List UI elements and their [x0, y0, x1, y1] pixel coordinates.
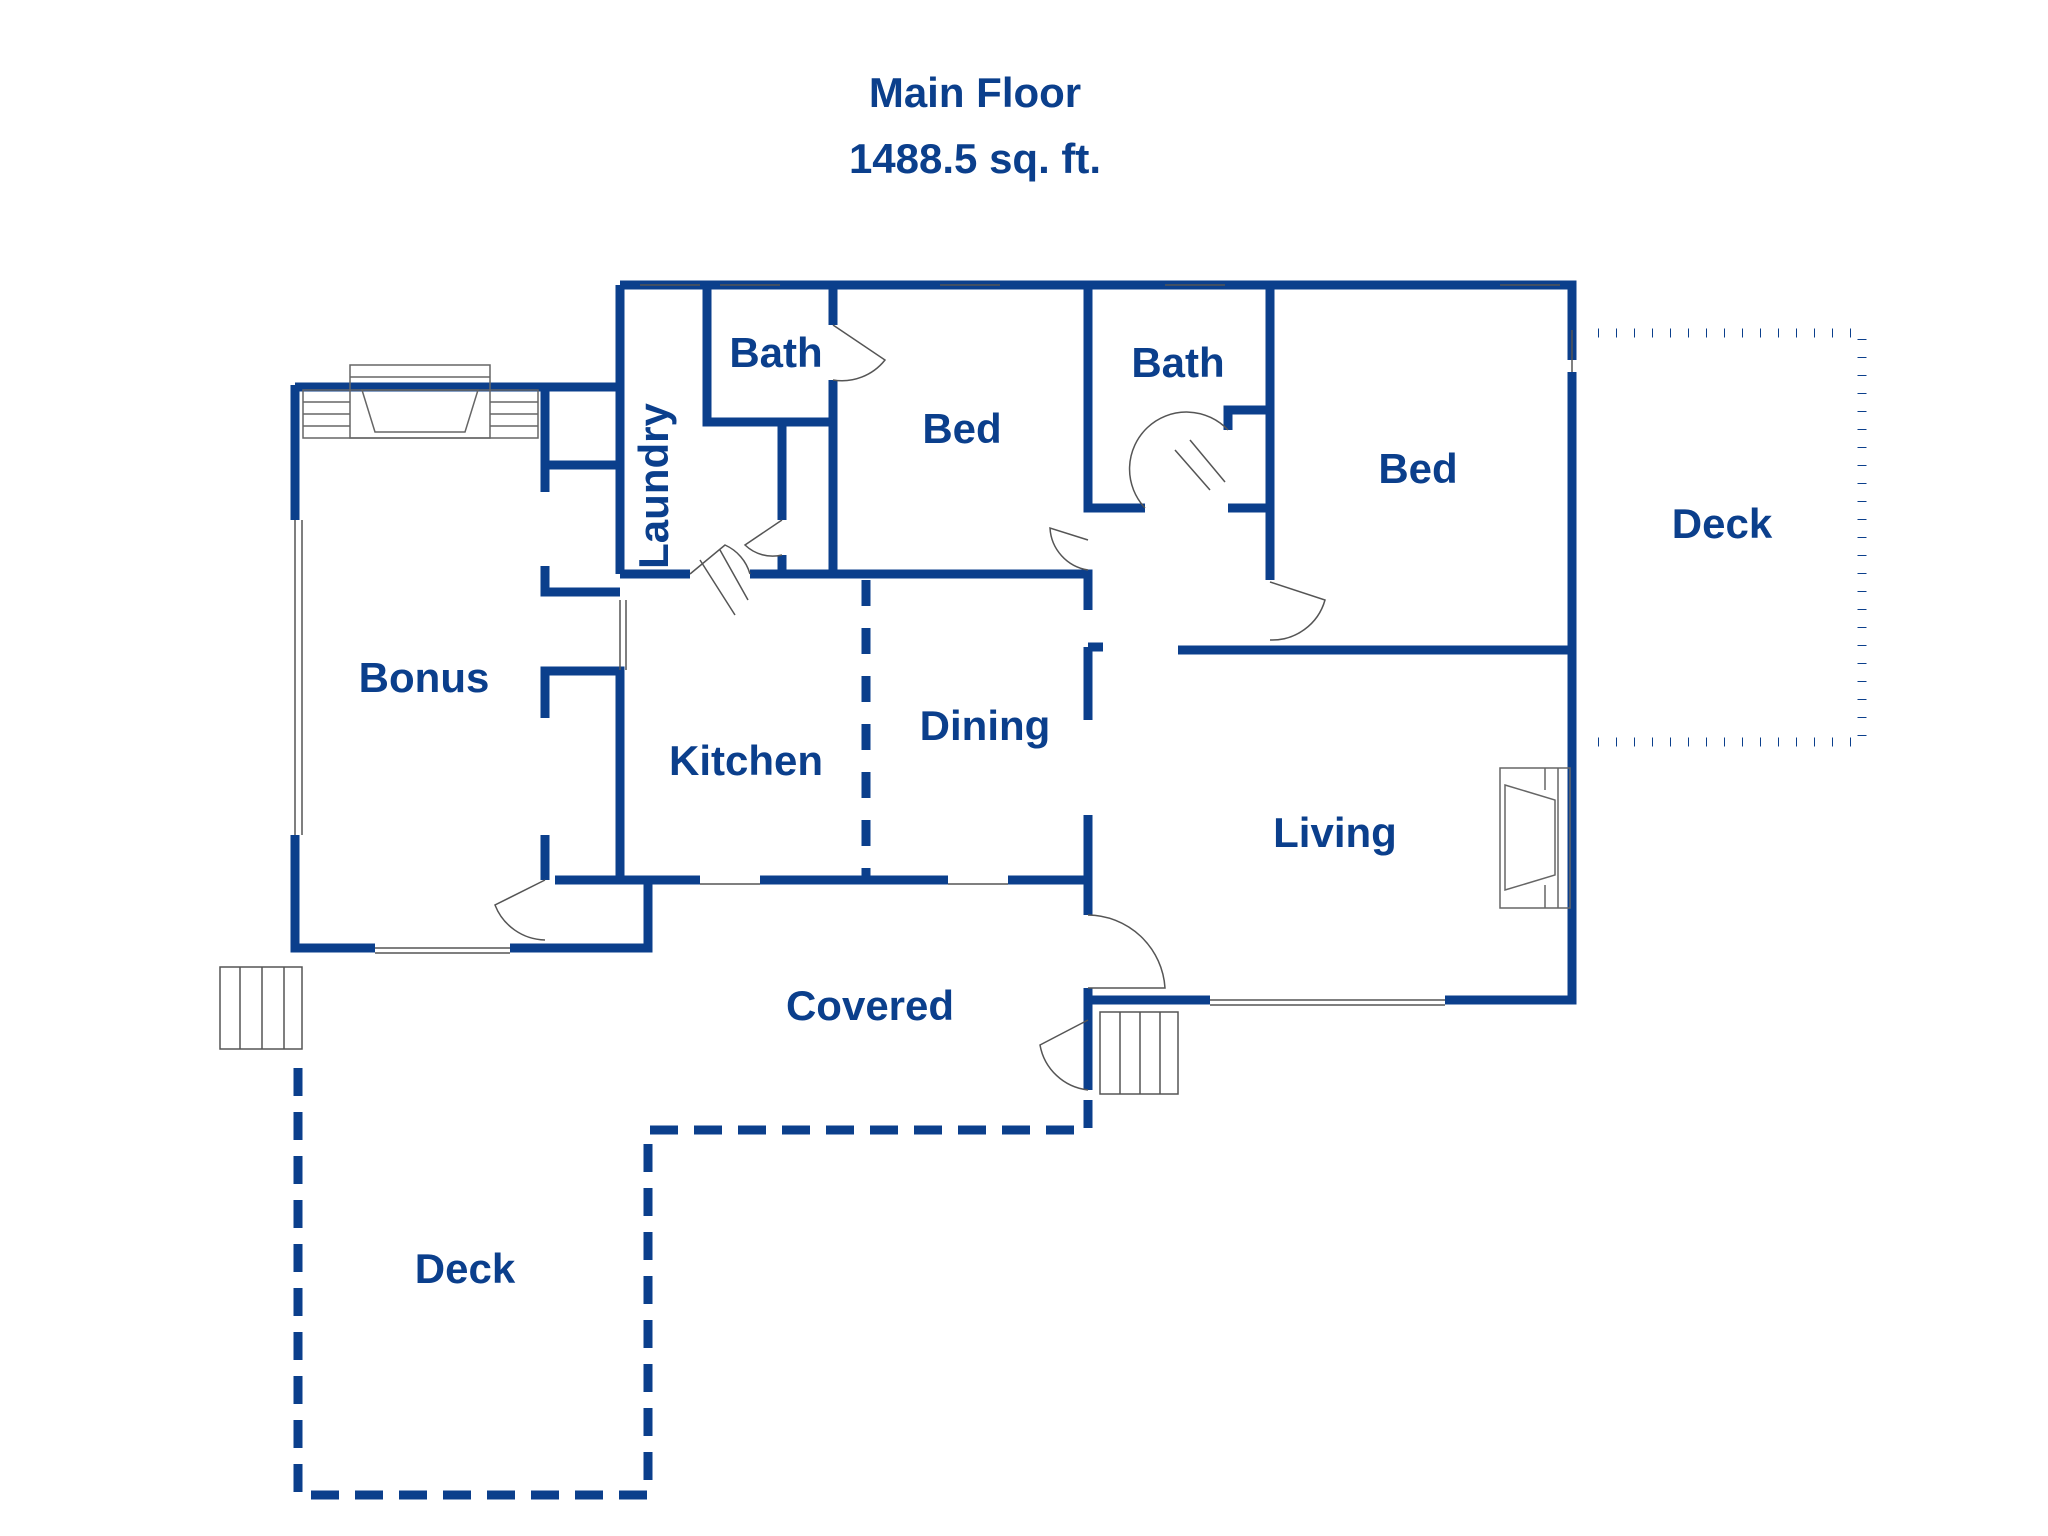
stairs-left-treads: [239, 967, 285, 1049]
closet-wall-1: [540, 387, 620, 492]
bonus-wall-left: [290, 385, 375, 953]
window-kitchen-left: [619, 600, 627, 670]
bath-left-wall: [702, 285, 833, 427]
room-label-bath-right: Bath: [1131, 339, 1224, 386]
stairs-right-treads: [1119, 1012, 1161, 1094]
door-entry: [1087, 914, 1166, 989]
room-label-bonus: Bonus: [359, 654, 490, 701]
room-label-living: Living: [1273, 809, 1397, 856]
door-bonus: [494, 879, 546, 941]
door-covered: [1039, 1019, 1089, 1091]
room-label-covered: Covered: [786, 982, 954, 1029]
door-bed-right: [1269, 581, 1326, 641]
room-label-bath-left: Bath: [729, 329, 822, 376]
door-bed-left: [1049, 526, 1089, 571]
fireplaces: [302, 364, 1571, 909]
room-label-dining: Dining: [920, 702, 1051, 749]
door-laundry: [689, 544, 751, 575]
deck-left-outline: [293, 1068, 1093, 1500]
fireplace-living-bricks: [1544, 768, 1559, 908]
room-label-kitchen: Kitchen: [669, 737, 823, 784]
doors: [494, 324, 1326, 1091]
door-bath-left: [832, 324, 887, 382]
bath-right-wall-left: [1083, 285, 1145, 513]
stairs-left: [219, 966, 303, 1050]
room-label-laundry: Laundry: [630, 403, 677, 569]
fireplace-bonus-bricks: [303, 376, 538, 427]
bonus-wall-right: [540, 666, 625, 880]
exterior-wall-right: [1445, 372, 1577, 1005]
plan-area: 1488.5 sq. ft.: [848, 135, 1102, 182]
deck-right-outline: [1598, 328, 1867, 747]
closet-wall-2: [540, 566, 620, 597]
window-bonus-left: [294, 520, 303, 835]
window-bonus-bottom: [375, 947, 510, 954]
room-labels: Bath Bed Bath Bed Deck Laundry Bonus Kit…: [359, 329, 1773, 1292]
fireplace-bonus: [349, 364, 491, 439]
window-living-bottom: [1210, 999, 1445, 1006]
closet-laundry-doors: [699, 549, 749, 616]
fireplace-bonus-firebox: [360, 389, 480, 433]
kitchen-top-wall: [620, 569, 1093, 610]
walls: [290, 280, 1867, 1500]
stairs: [219, 966, 1179, 1095]
fireplace-living: [1499, 767, 1571, 909]
room-label-deck-left: Deck: [415, 1245, 516, 1292]
windows: [294, 284, 1573, 1006]
door-closet: [743, 519, 783, 557]
plan-title: Main Floor: [868, 69, 1082, 116]
bath-right-wall-right: [1223, 285, 1275, 513]
stairs-right: [1099, 1011, 1179, 1095]
door-bath-right: [1128, 411, 1229, 509]
room-label-bed-left: Bed: [922, 405, 1001, 452]
room-label-bed-right: Bed: [1378, 445, 1457, 492]
bonus-wall-bottom: [510, 875, 653, 953]
closet-bath-right: [1174, 439, 1226, 491]
room-label-deck-right: Deck: [1672, 500, 1773, 547]
fireplace-living-firebox: [1504, 783, 1556, 892]
